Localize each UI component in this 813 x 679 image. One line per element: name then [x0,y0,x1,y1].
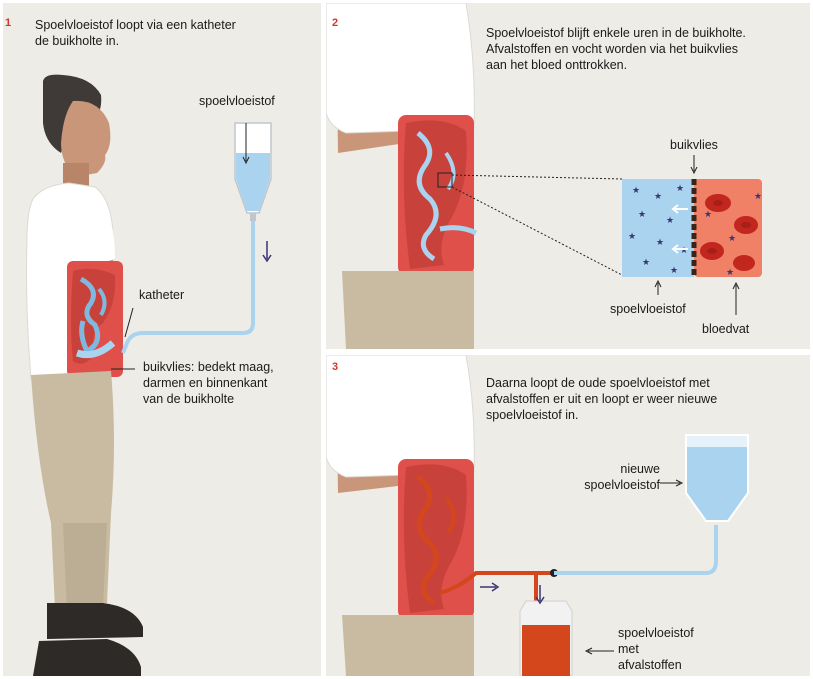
panel-3: 3 Daarna loopt de oude spoelvloeistof me… [326,355,810,676]
step-number-2: 2 [332,17,338,29]
svg-text:★: ★ [728,234,736,244]
svg-text:★: ★ [654,192,662,202]
label-buikvlies-description: buikvlies: bedekt maag, darmen en binnen… [143,359,319,407]
label-buikvlies: buikvlies [670,137,718,153]
step-number-3: 3 [332,361,338,373]
svg-text:★: ★ [680,246,688,256]
svg-text:★: ★ [628,232,636,242]
svg-text:★: ★ [632,186,640,196]
step-1-description: Spoelvloeistof loopt via een katheter de… [35,17,315,49]
svg-text:★: ★ [754,192,762,202]
svg-text:★: ★ [642,258,650,268]
svg-text:★: ★ [670,266,678,276]
panel-2: ★★★ ★★★ ★★★ ★★★ ★★ 2 Spoelvloeistof blij… [326,3,810,349]
new-fluid-bag [686,435,748,521]
label-nieuwe-spoelvloeistof: nieuwe spoelvloeistof [550,461,660,493]
svg-text:★: ★ [666,216,674,226]
svg-text:★: ★ [676,184,684,194]
waste-fluid-bag [522,625,570,676]
label-spoelvloeistof-met-afvalstoffen: spoelvloeistof met afvalstoffen [618,625,738,673]
step-2-description: Spoelvloeistof blijft enkele uren in de … [486,25,806,73]
svg-text:★: ★ [656,238,664,248]
step-number-1: 1 [5,17,11,29]
svg-text:★: ★ [726,268,734,278]
label-bloedvat: bloedvat [702,321,749,337]
svg-text:★: ★ [704,210,712,220]
label-spoelvloeistof-1: spoelvloeistof [199,93,275,109]
step-3-description: Daarna loopt de oude spoelvloeistof met … [486,375,806,423]
label-katheter: katheter [139,287,184,303]
label-spoelvloeistof-2: spoelvloeistof [610,301,686,317]
svg-text:★: ★ [638,210,646,220]
panel-1: 1 Spoelvloeistof loopt via een katheter … [3,3,321,676]
